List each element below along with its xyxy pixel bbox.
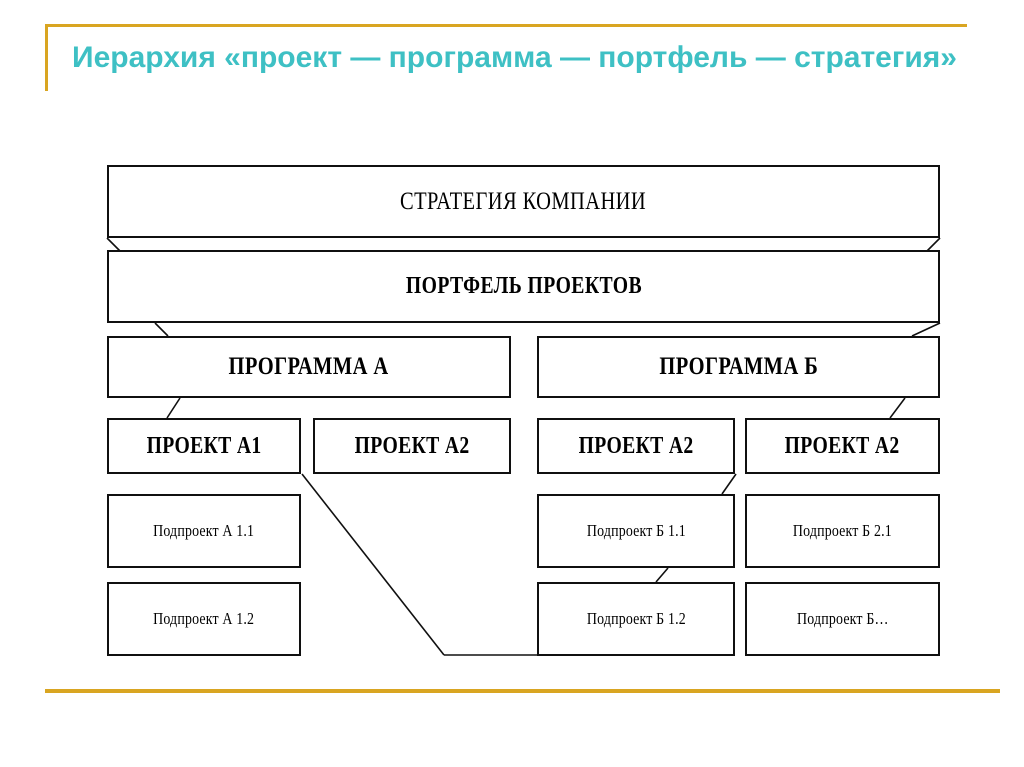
- box-project-a2[interactable]: ПРОЕКТ А2: [313, 418, 511, 474]
- box-subproject-b-2-1-label: Подпроект Б 2.1: [792, 521, 893, 540]
- box-subproject-b-ellipsis-label: Подпроект Б…: [796, 609, 889, 628]
- box-program-b[interactable]: ПРОГРАММА Б: [537, 336, 940, 398]
- box-subproject-b-1-1[interactable]: Подпроект Б 1.1: [537, 494, 735, 568]
- box-strategy[interactable]: СТРАТЕГИЯ КОМПАНИИ: [107, 165, 940, 238]
- box-program-a[interactable]: ПРОГРАММА А: [107, 336, 511, 398]
- top-gold-rule: [45, 24, 967, 27]
- page-title: Иерархия «проект — программа — портфель …: [72, 41, 957, 74]
- left-gold-rule: [45, 24, 48, 91]
- box-project-b1-label: ПРОЕКТ А2: [578, 432, 694, 459]
- box-subproject-b-1-2[interactable]: Подпроект Б 1.2: [537, 582, 735, 656]
- box-program-b-label: ПРОГРАММА Б: [659, 353, 818, 380]
- box-subproject-a-1-1-label: Подпроект А 1.1: [153, 521, 255, 540]
- box-subproject-b-ellipsis[interactable]: Подпроект Б…: [745, 582, 940, 656]
- box-program-a-label: ПРОГРАММА А: [228, 353, 389, 380]
- box-subproject-b-1-2-label: Подпроект Б 1.2: [586, 609, 686, 628]
- box-portfolio-label: ПОРТФЕЛЬ ПРОЕКТОВ: [405, 273, 642, 299]
- box-strategy-label: СТРАТЕГИЯ КОМПАНИИ: [400, 187, 647, 215]
- box-subproject-a-1-2[interactable]: Подпроект А 1.2: [107, 582, 301, 656]
- box-project-a1-label: ПРОЕКТ А1: [146, 432, 262, 459]
- box-subproject-a-1-2-label: Подпроект А 1.2: [153, 609, 255, 628]
- box-subproject-b-2-1[interactable]: Подпроект Б 2.1: [745, 494, 940, 568]
- box-project-a2-label: ПРОЕКТ А2: [354, 432, 470, 459]
- box-subproject-b-1-1-label: Подпроект Б 1.1: [586, 521, 686, 540]
- box-project-b1[interactable]: ПРОЕКТ А2: [537, 418, 735, 474]
- box-project-a1[interactable]: ПРОЕКТ А1: [107, 418, 301, 474]
- box-project-b2[interactable]: ПРОЕКТ А2: [745, 418, 940, 474]
- box-subproject-a-1-1[interactable]: Подпроект А 1.1: [107, 494, 301, 568]
- box-project-b2-label: ПРОЕКТ А2: [785, 432, 900, 459]
- box-portfolio[interactable]: ПОРТФЕЛЬ ПРОЕКТОВ: [107, 250, 940, 323]
- bottom-gold-rule: [45, 689, 1000, 693]
